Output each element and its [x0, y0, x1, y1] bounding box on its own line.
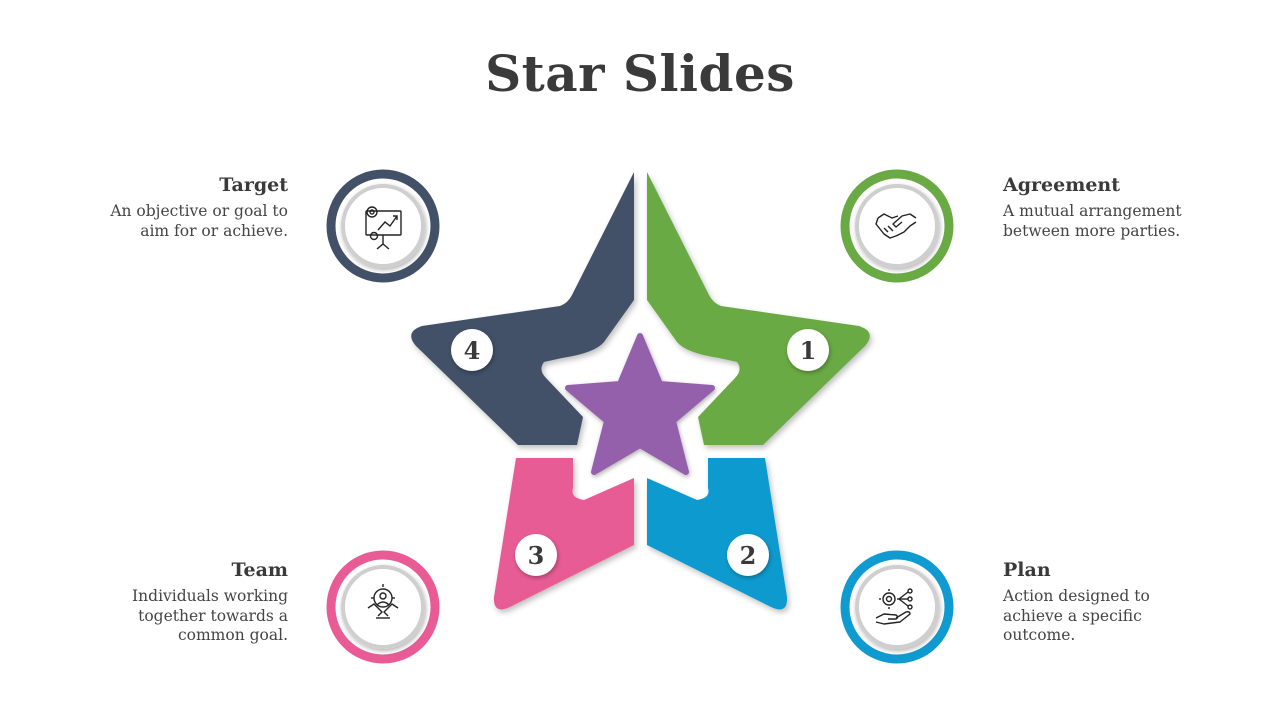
desc-line: achieve a specific: [1003, 606, 1142, 625]
center-star: [565, 333, 715, 475]
plan-icon-circle: [840, 550, 954, 664]
number-badge-text: 4: [464, 336, 481, 365]
page-title: Star Slides: [485, 44, 795, 103]
presentation-board-icon: [365, 206, 402, 250]
item-heading: Target: [219, 174, 288, 196]
gear-hand-network-icon: [875, 588, 913, 625]
desc-line: Individuals working: [132, 587, 288, 605]
star-segment-3: [493, 458, 634, 610]
desc-line: aim for or achieve.: [140, 221, 288, 240]
number-badge-text: 2: [740, 541, 757, 570]
desc-line: common goal.: [177, 626, 288, 644]
team-label-block: Team Individuals working together toward…: [88, 559, 288, 646]
desc-line: outcome.: [1003, 626, 1076, 644]
item-description: An objective or goal to aim for or achie…: [88, 202, 288, 241]
number-badge-2: 2: [727, 534, 769, 576]
agreement-icon-circle: [840, 169, 954, 283]
item-description: Individuals working together towards a c…: [88, 587, 288, 646]
plan-label-block: Plan Action designed to achieve a specif…: [1003, 559, 1243, 646]
team-handshake-icon: [367, 584, 399, 619]
desc-line: A mutual arrangement: [1003, 202, 1182, 220]
target-label-block: Target An objective or goal to aim for o…: [88, 174, 288, 241]
desc-line: Action designed to: [1003, 587, 1150, 605]
item-description: Action designed to achieve a specific ou…: [1003, 587, 1243, 646]
star-segment-1: [647, 172, 870, 445]
item-heading: Plan: [1003, 559, 1051, 581]
target-icon-circle: [326, 169, 440, 283]
number-badge-1: 1: [787, 329, 829, 371]
number-badge-3: 3: [515, 534, 557, 576]
number-badge-4: 4: [451, 329, 493, 371]
item-description: A mutual arrangement between more partie…: [1003, 202, 1243, 241]
desc-line: An objective or goal to: [110, 202, 288, 220]
star-segment-4: [411, 172, 634, 445]
desc-line: between more parties.: [1003, 221, 1181, 240]
number-badge-text: 3: [528, 541, 545, 570]
agreement-label-block: Agreement A mutual arrangement between m…: [1003, 174, 1243, 241]
desc-line: together towards a: [138, 606, 288, 625]
star-segment-2: [647, 458, 788, 610]
number-badge-text: 1: [800, 336, 817, 365]
item-heading: Agreement: [1003, 174, 1120, 196]
team-icon-circle: [326, 550, 440, 664]
item-heading: Team: [231, 559, 288, 581]
handshake-icon: [875, 213, 917, 239]
